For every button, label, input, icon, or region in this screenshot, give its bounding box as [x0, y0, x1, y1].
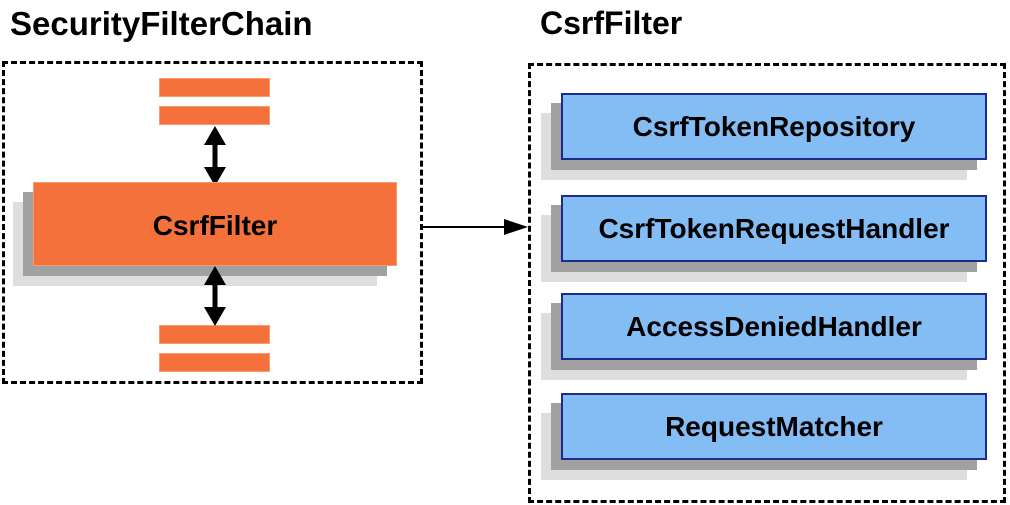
component-label: AccessDeniedHandler [561, 293, 987, 360]
component-box-csrf-token-repository: CsrfTokenRepository [561, 93, 987, 160]
right-panel-title: CsrfFilter [540, 5, 683, 41]
security-filter-chain-container: CsrfFilter [2, 61, 423, 384]
left-panel-title: SecurityFilterChain [10, 5, 313, 42]
filter-chain-bar [159, 106, 270, 125]
csrf-filter-box: CsrfFilter [33, 182, 397, 266]
component-label: RequestMatcher [561, 393, 987, 460]
right-arrow-icon [423, 219, 528, 235]
component-label: CsrfTokenRequestHandler [561, 195, 987, 262]
filter-chain-bar [159, 78, 270, 97]
csrf-filter-box-label: CsrfFilter [33, 182, 397, 266]
filter-chain-bar [159, 353, 270, 372]
component-label: CsrfTokenRepository [561, 93, 987, 160]
component-box-csrf-token-request-handler: CsrfTokenRequestHandler [561, 195, 987, 262]
filter-chain-bar [159, 325, 270, 344]
component-box-access-denied-handler: AccessDeniedHandler [561, 293, 987, 360]
csrf-filter-container: CsrfTokenRepository CsrfTokenRequestHand… [528, 63, 1006, 503]
component-box-request-matcher: RequestMatcher [561, 393, 987, 460]
